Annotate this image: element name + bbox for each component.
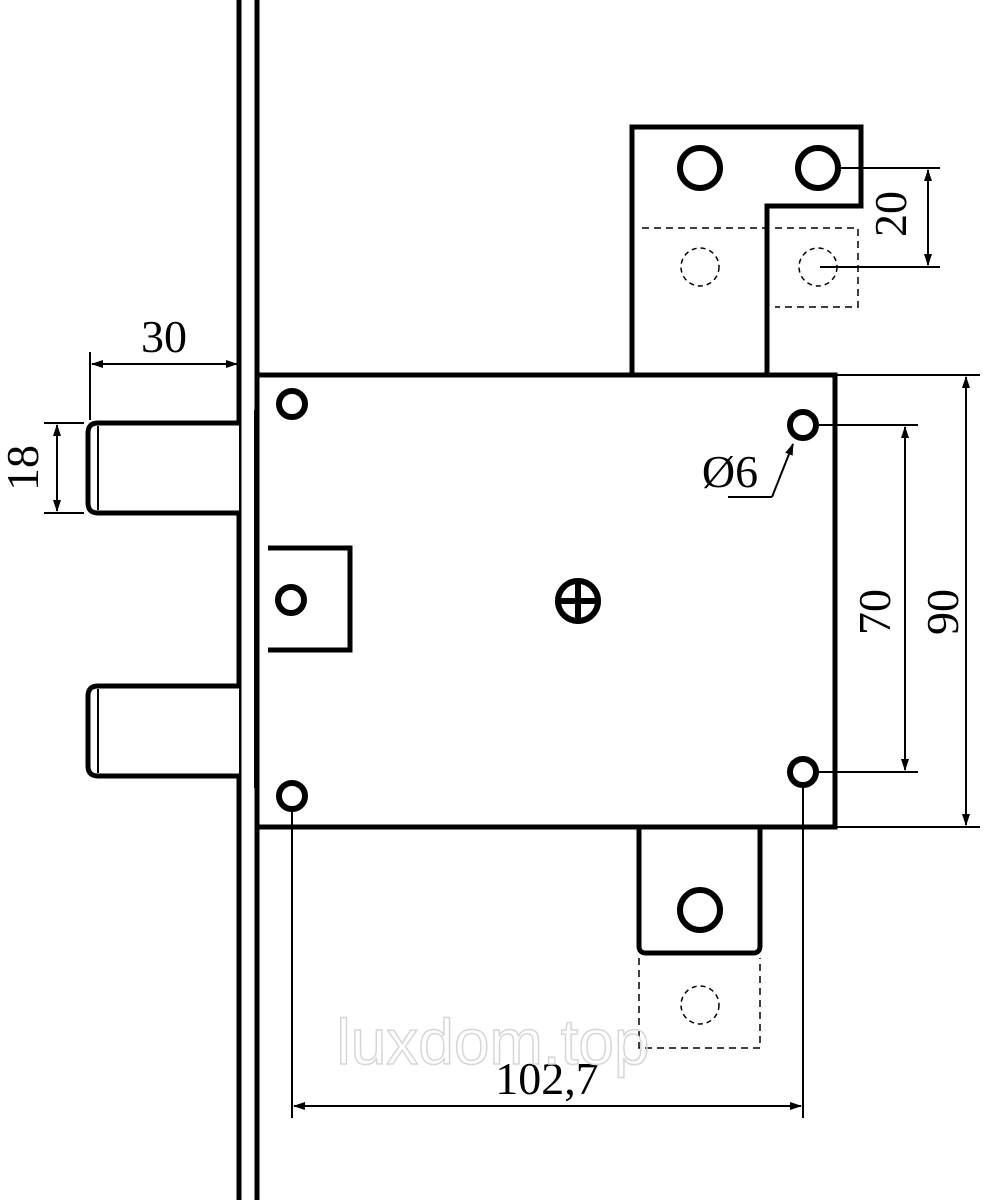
mounting-hole-bottom-right	[787, 756, 819, 788]
lower-bolt	[85, 683, 239, 779]
bottom-rod-bracket	[636, 828, 763, 1049]
upper-bolt	[85, 420, 239, 516]
bottom-bracket-hole-extended	[680, 985, 720, 1025]
bracket-hole-right	[795, 145, 841, 191]
latch-tab	[268, 545, 353, 653]
lock-case	[254, 372, 838, 830]
bottom-bracket-hole	[677, 887, 723, 933]
dim-label-hole-diameter: Ø6	[702, 446, 758, 497]
dim-label-hole-spacing-horizontal: 102,7	[495, 1053, 599, 1104]
dim-label-bolt-height: 18	[0, 445, 48, 491]
bracket-hole-left	[677, 145, 723, 191]
bracket-hole-extended-left	[680, 247, 720, 287]
dim-label-case-height: 90	[917, 589, 968, 635]
watermark: luxdom.top	[336, 1006, 649, 1078]
mounting-hole-bottom-left	[276, 780, 308, 812]
top-rod-bracket	[629, 124, 864, 375]
dim-label-bolt-throw: 30	[141, 311, 187, 362]
dim-label-top-rod-offset: 20	[865, 191, 916, 237]
mounting-hole-top-right	[787, 409, 819, 441]
latch-tab-hole	[275, 584, 307, 616]
key-cylinder-center	[555, 578, 601, 624]
mounting-hole-top-left	[276, 388, 308, 420]
dim-label-hole-spacing-vertical: 70	[849, 589, 900, 635]
dim-diameter-leader	[771, 443, 794, 498]
